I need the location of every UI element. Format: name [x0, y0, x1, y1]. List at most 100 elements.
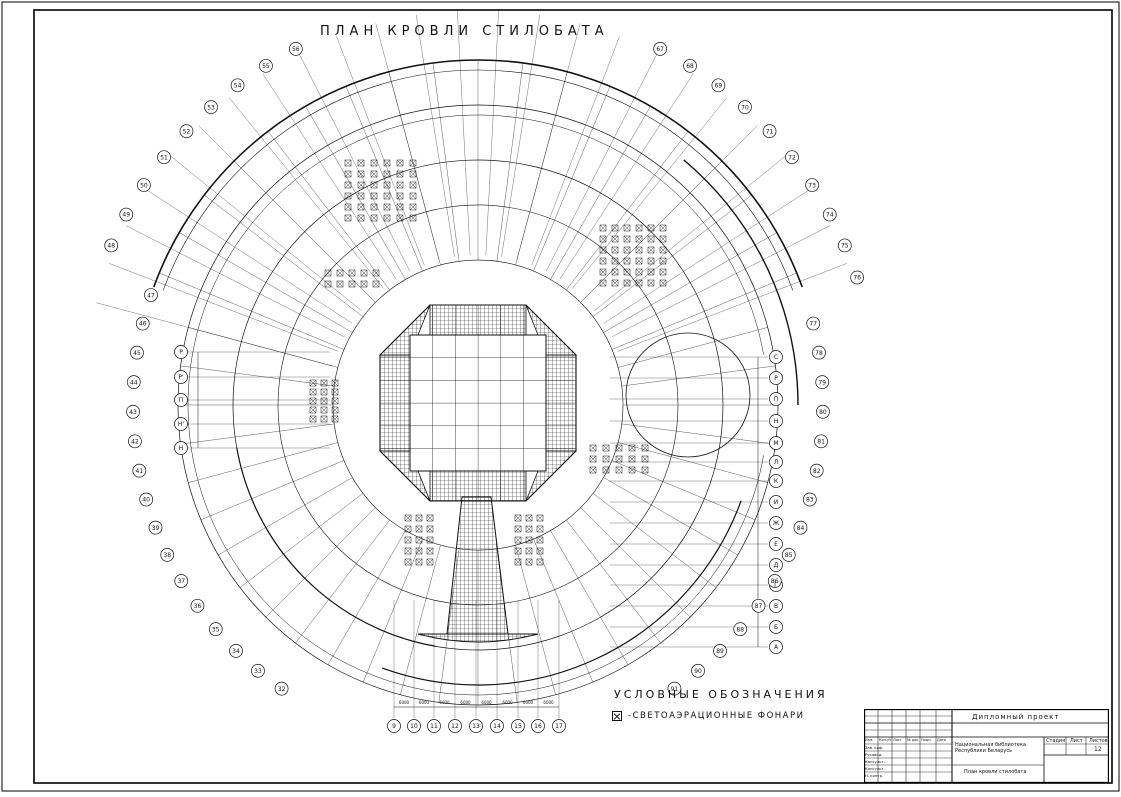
leader-line [617, 263, 847, 352]
radial-line [327, 530, 406, 665]
skylight-box [536, 558, 544, 566]
skylight-box [396, 159, 404, 167]
leader-line [198, 125, 373, 300]
skylight-box-cross [409, 159, 417, 167]
skylight-box [409, 170, 417, 178]
skylight-box-cross [383, 159, 391, 167]
leader-line [583, 125, 758, 300]
leader-line [262, 73, 397, 280]
axis-bubble-label: А [774, 644, 779, 651]
skylight-box [404, 525, 412, 533]
skylight-box-cross [396, 203, 404, 211]
radial-line [603, 232, 777, 333]
skylight-box-cross [320, 388, 328, 396]
stamp-sheet-label: Лист [1070, 738, 1083, 744]
skylight-box-cross [426, 558, 434, 566]
skylight-box-cross [357, 170, 365, 178]
axis-bubble-label: 79 [818, 379, 826, 386]
skylight-box [659, 224, 667, 232]
skylight-grid [379, 450, 431, 502]
radial-line [566, 131, 689, 291]
radial-line [188, 442, 338, 483]
skylight-box-cross [602, 455, 610, 463]
radial-line [533, 538, 593, 683]
skylight-box-cross [641, 455, 649, 463]
axis-bubble [769, 620, 783, 634]
axis-bubble [174, 441, 188, 455]
skylight-box-cross [536, 558, 544, 566]
dimension-label: 6000 [523, 700, 534, 705]
skylight-box [370, 170, 378, 178]
skylight-box-cross [309, 379, 317, 387]
skylight-box-cross [599, 246, 607, 254]
axis-bubble-label: 81 [817, 439, 825, 446]
skylight-box-cross [360, 280, 368, 288]
leader-line [457, 10, 471, 256]
leader-line [375, 23, 440, 261]
axis-bubble [683, 58, 697, 73]
radial-line [363, 538, 423, 683]
skylight-box-cross [628, 444, 636, 452]
radial-line [533, 86, 611, 272]
skylight-box [635, 268, 643, 276]
skylight-box-cross [659, 246, 667, 254]
skylight-box-cross [331, 397, 339, 405]
skylight-box-cross [647, 268, 655, 276]
axis-bubble-label: 54 [234, 82, 242, 89]
skylight-box-cross [525, 525, 533, 533]
axis-bubble [552, 719, 566, 733]
axis-bubble [427, 719, 441, 733]
radial-line [603, 477, 738, 556]
axis-bubble [738, 100, 752, 114]
skylight-box-cross [331, 379, 339, 387]
axis-bubble [160, 548, 175, 562]
axis-bubble [781, 548, 796, 562]
skylight-grid [525, 304, 577, 356]
skylight-box-cross [536, 536, 544, 544]
skylight-box [659, 279, 667, 287]
dimension-label: 6000 [543, 700, 554, 705]
radial-line [621, 423, 776, 445]
skylight-box [409, 181, 417, 189]
axis-bubble [769, 640, 783, 654]
skylight-box-cross [404, 536, 412, 544]
skylight-box-cross [641, 466, 649, 474]
axis-bubble-label: Н [179, 445, 184, 452]
stamp-col-3: Лист [893, 738, 902, 742]
radial-line [515, 545, 556, 695]
axis-bubble [407, 719, 421, 733]
skylight-box [659, 268, 667, 276]
skylight-box-cross [372, 280, 380, 288]
axis-bubble [837, 238, 852, 253]
skylight-box-cross [628, 466, 636, 474]
skylight-box [309, 415, 317, 423]
skylight-box-cross [348, 280, 356, 288]
skylight-box-cross [409, 203, 417, 211]
skylight-box-cross [415, 547, 423, 555]
axis-bubble [769, 414, 783, 428]
axis-bubble-label: 88 [736, 626, 744, 633]
leader-line [594, 156, 786, 311]
skylight-box [309, 388, 317, 396]
skylight-box [372, 280, 380, 288]
skylight-box-cross [396, 214, 404, 222]
axis-bubble-label: 84 [797, 525, 805, 532]
skylight-box [344, 203, 352, 211]
entrance-canopy [446, 496, 509, 635]
axis-bubble-label: 40 [142, 497, 150, 504]
skylight-box [615, 466, 623, 474]
skylight-box [615, 444, 623, 452]
skylight-box-cross [404, 514, 412, 522]
skylight-box [396, 170, 404, 178]
drawing-title: ПЛАН КРОВЛИ СТИЛОБАТА [320, 24, 609, 39]
axis-bubble-label: 36 [194, 603, 202, 610]
skylight-box [344, 192, 352, 200]
radial-line [566, 519, 661, 644]
skylight-box-cross [641, 444, 649, 452]
axis-bubble-label: 77 [809, 321, 817, 328]
skylight-box [525, 536, 533, 544]
skylight-box [536, 547, 544, 555]
skylight-box-cross [525, 547, 533, 555]
skylight-box [536, 536, 544, 544]
